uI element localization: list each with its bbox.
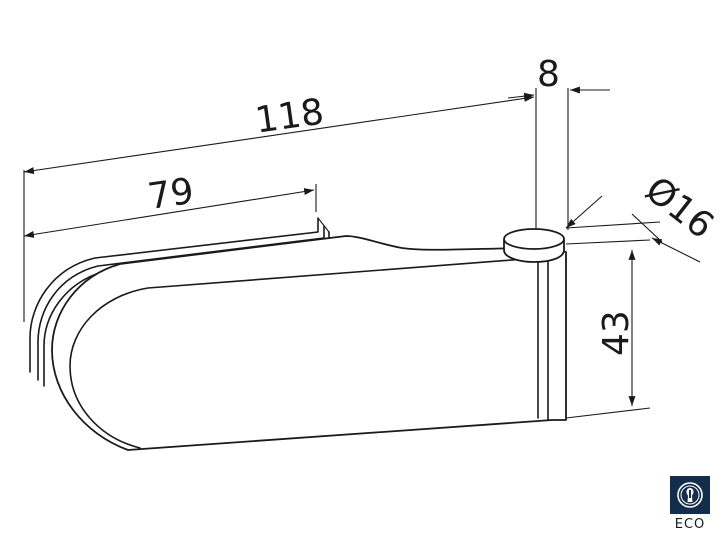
dimension-8-label: 8: [537, 54, 560, 95]
eco-badge: ECO: [670, 476, 710, 534]
dimension-43: 43: [596, 249, 637, 406]
extension-lines: [23, 88, 661, 419]
dimension-diameter-16-label: Ø16: [637, 169, 720, 247]
dimension-43-label: 43: [596, 310, 637, 356]
pivot-pin: [503, 228, 565, 263]
dimension-79: 79: [23, 171, 315, 238]
dimension-118-label: 118: [253, 91, 327, 141]
dimension-118: 118: [23, 91, 535, 174]
dimension-8: 8: [507, 54, 610, 100]
hinge-body: [51, 235, 567, 451]
eco-lock-icon: [677, 482, 703, 508]
eco-badge-box: [670, 476, 710, 514]
dimension-diameter-16: Ø16: [565, 169, 720, 263]
eco-label: ECO: [674, 517, 706, 532]
dimension-79-label: 79: [145, 171, 196, 218]
